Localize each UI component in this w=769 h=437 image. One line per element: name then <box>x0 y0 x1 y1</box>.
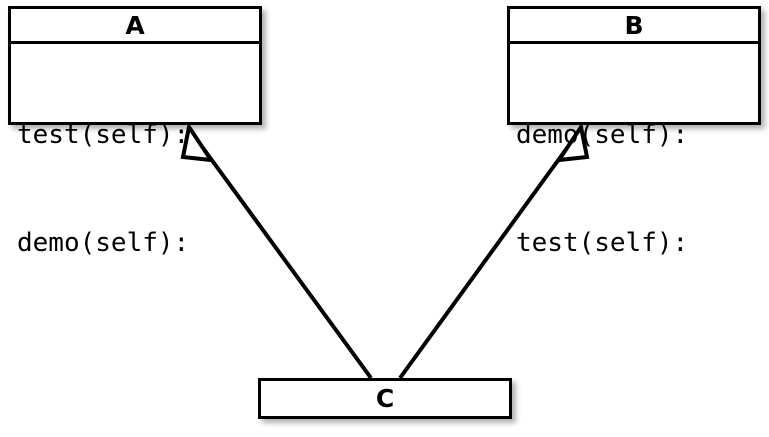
edge-line-c-b <box>398 146 569 380</box>
hollow-triangle-arrowhead-b <box>554 121 590 163</box>
class-b-member-0: demo(self): <box>516 120 689 150</box>
class-b-title: B <box>510 9 758 44</box>
class-c-title: C <box>375 384 395 413</box>
uml-class-a[interactable]: A test(self): demo(self): <box>8 6 262 258</box>
class-b-members: demo(self): test(self): <box>510 44 758 336</box>
class-a-title: A <box>11 9 259 44</box>
class-a-member-1: demo(self): <box>17 228 190 258</box>
edge-line-c-a <box>201 146 373 380</box>
uml-class-c[interactable]: C <box>258 378 512 419</box>
hollow-triangle-arrowhead-a <box>180 121 216 163</box>
class-b-member-1: test(self): <box>516 228 689 258</box>
generalization-edge-c-to-b[interactable] <box>398 121 590 380</box>
generalization-edge-c-to-a[interactable] <box>180 121 373 380</box>
uml-class-b[interactable]: B demo(self): test(self): <box>507 6 761 258</box>
class-a-member-0: test(self): <box>17 120 190 150</box>
class-a-members: test(self): demo(self): <box>11 44 259 336</box>
